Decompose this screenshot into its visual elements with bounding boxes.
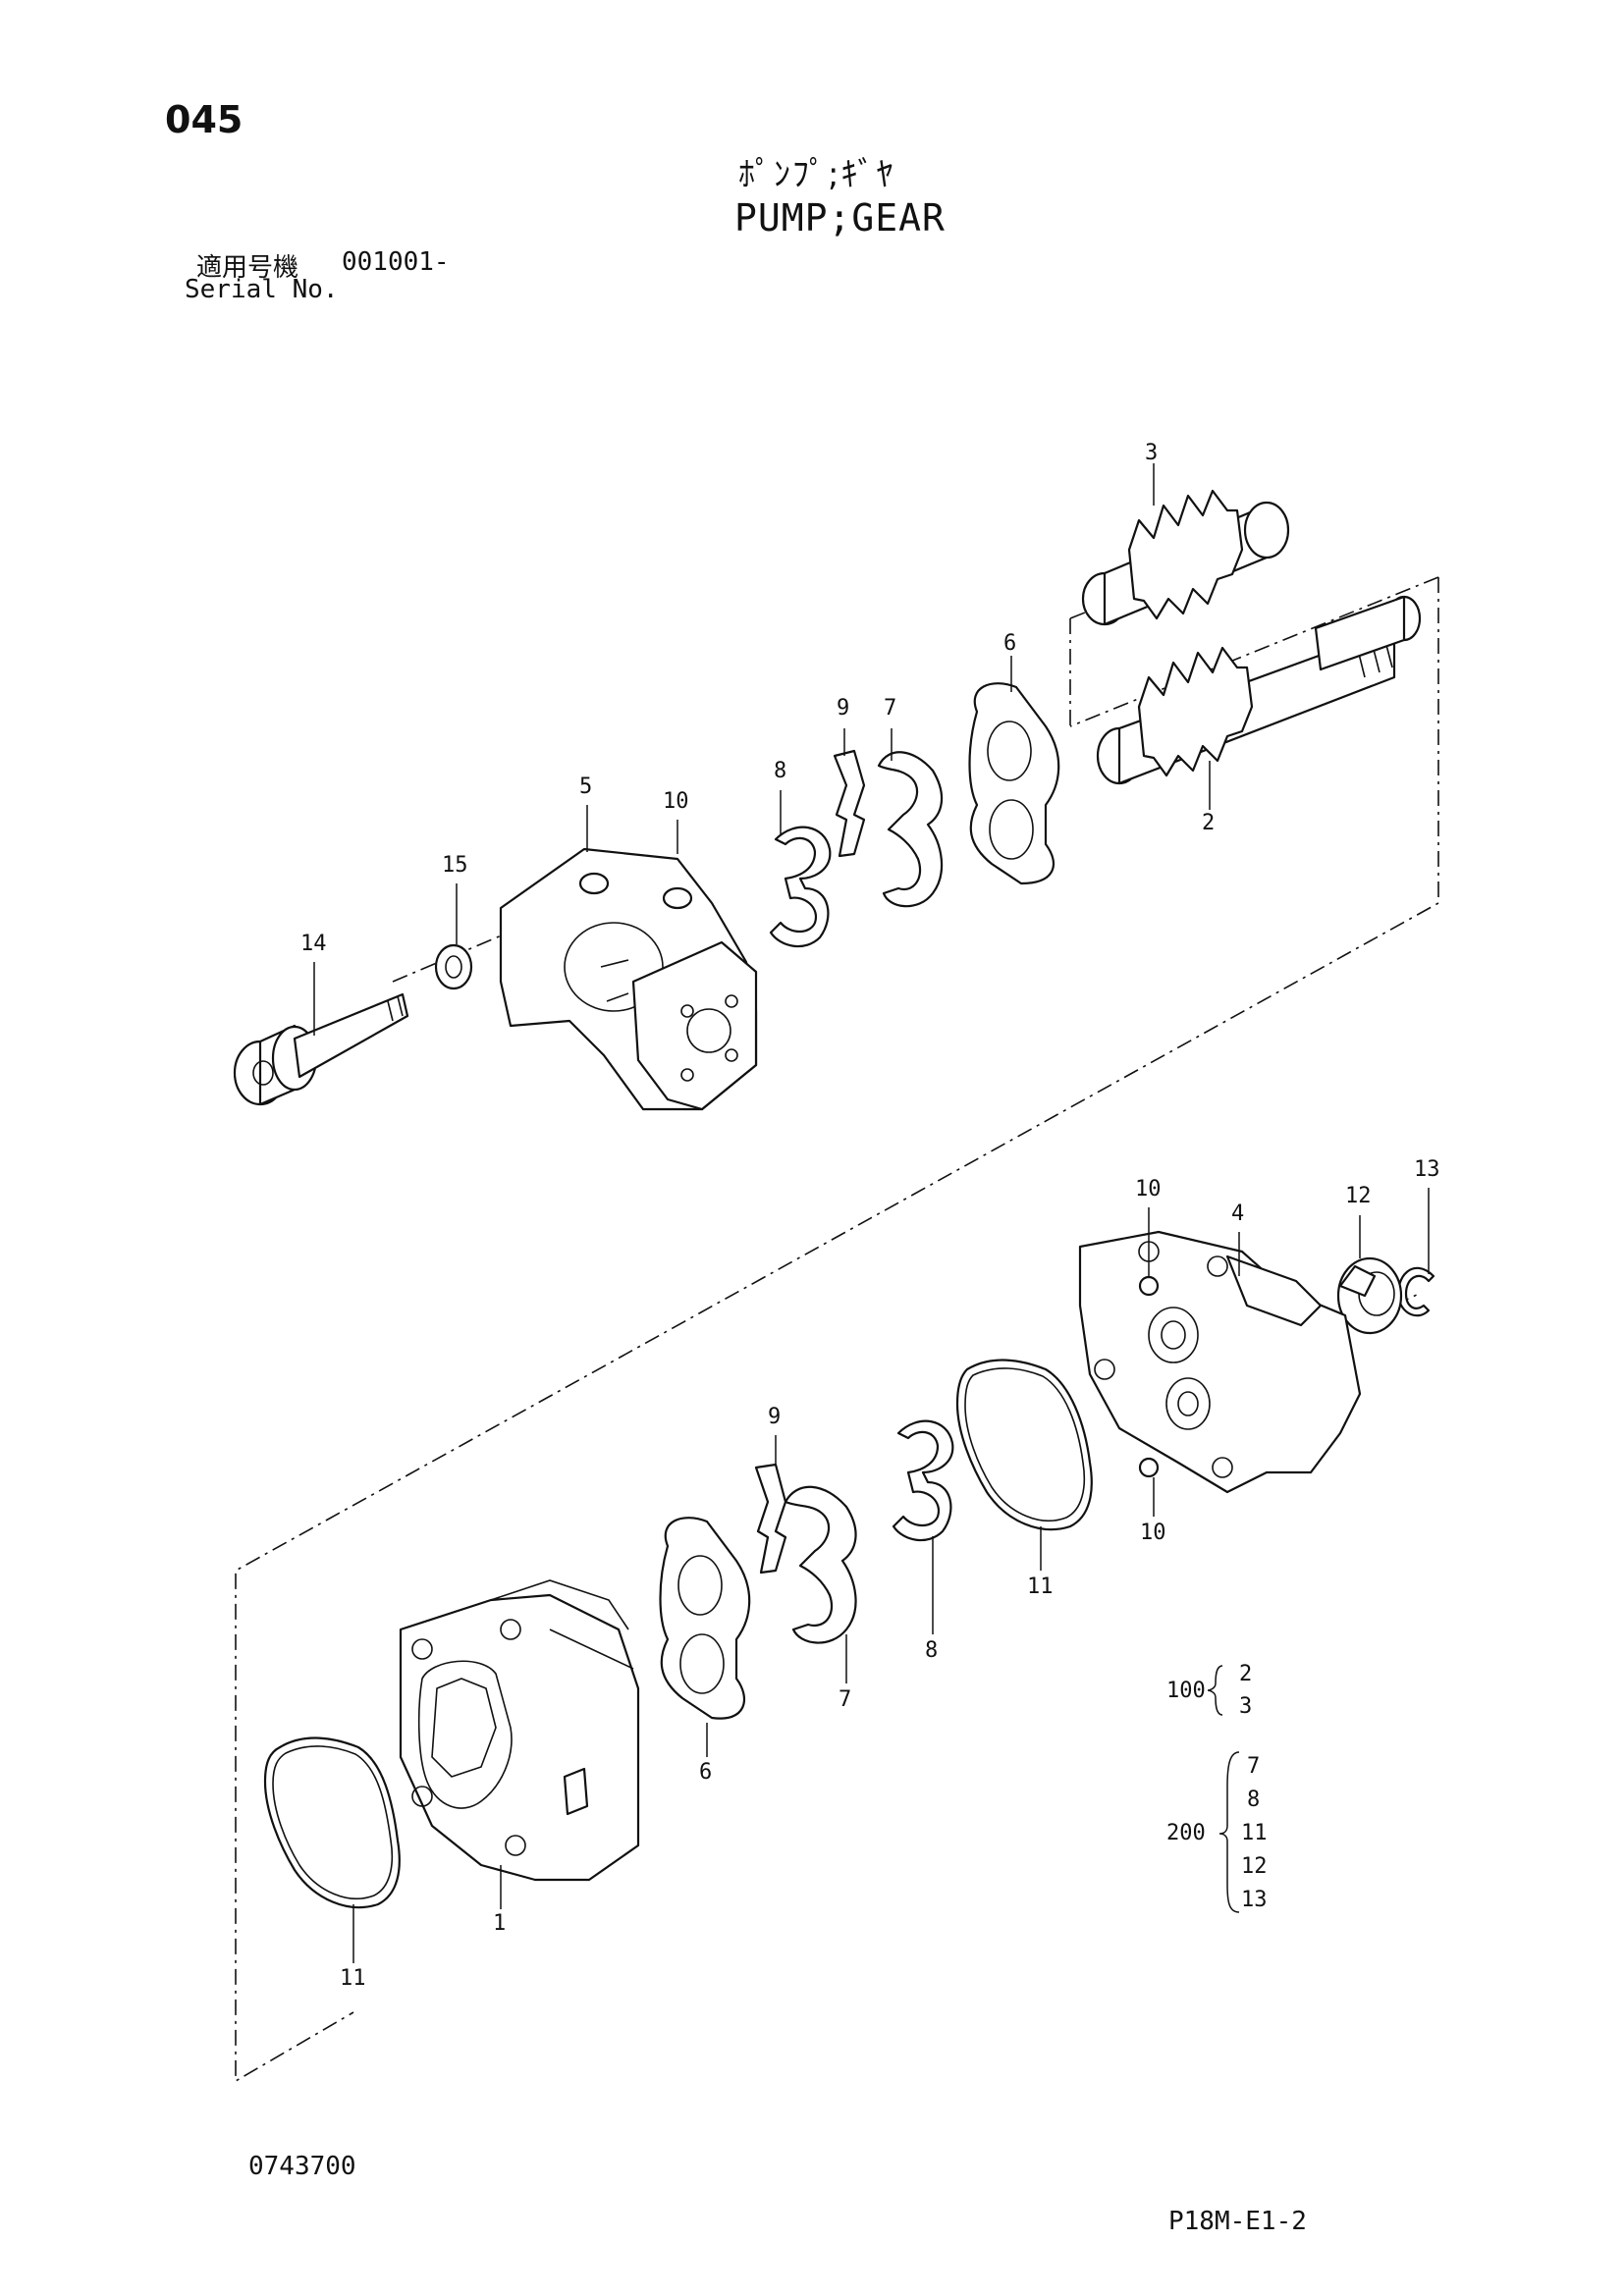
title-english: PUMP;GEAR [734,196,946,240]
callout-9-lower: 9 [768,1405,781,1429]
drawing-number: 0743700 [248,2152,356,2181]
callout-11-middle: 11 [1027,1575,1054,1599]
figure-code: P18M-E1-2 [1168,2207,1307,2236]
kit-200-group: 200 7 8 11 12 13 [1166,1751,1268,1913]
kit-200-item: 12 [1241,1854,1268,1879]
callout-11-lower: 11 [340,1966,366,1991]
oil-seal-bearing [1336,1256,1403,1335]
kit-200-item: 8 [1247,1788,1260,1812]
callout-8-lower: 8 [925,1638,938,1663]
shim-upper [833,749,866,858]
gear-housing-body [399,1579,640,1882]
kit-200-label: 200 [1166,1821,1206,1845]
o-ring-lower [263,1736,401,1909]
title-japanese: ﾎﾟﾝﾌﾟ;ｷﾞﾔ [738,155,895,194]
kit-100-item: 2 [1239,1662,1252,1686]
backup-ring-upper [769,826,832,948]
callout-9-upper: 9 [837,696,849,721]
kit-100-group: 100 2 3 [1166,1662,1252,1719]
kit-200-item: 11 [1241,1821,1268,1845]
serial-label-english: Serial No. [185,275,339,304]
callout-2: 2 [1202,811,1215,835]
snap-ring [1397,1266,1435,1317]
bushing-plate-lower [659,1517,751,1720]
front-cover [499,847,758,1111]
seal-upper [877,751,944,908]
callout-13: 13 [1414,1157,1440,1182]
bushing-plate-upper [968,682,1060,885]
callout-labels: 3 2 6 9 7 8 5 10 15 14 13 12 4 10 10 11 … [300,441,1440,1991]
callout-10-rear-top: 10 [1135,1177,1162,1201]
callout-10-rear-bottom: 10 [1140,1521,1166,1545]
serial-range: 001001- [342,247,450,277]
rear-cover [1078,1230,1362,1494]
leader-lines [313,463,1430,1963]
callout-8-upper: 8 [774,759,786,783]
kit-200-item: 7 [1247,1754,1260,1779]
kit-100-item: 3 [1239,1694,1252,1719]
backup-ring-lower [892,1419,954,1542]
kit-100-label: 100 [1166,1679,1206,1703]
driven-gear-shaft [1081,489,1290,626]
shim-lower [754,1463,787,1575]
callout-12: 12 [1345,1184,1372,1208]
kit-200-item: 13 [1241,1888,1268,1912]
callout-14: 14 [300,932,327,956]
o-ring-middle [955,1359,1093,1531]
callout-6-lower: 6 [699,1760,712,1785]
spring-washer [434,943,473,990]
callout-1: 1 [493,1911,506,1936]
page-number: 045 [165,98,244,141]
drive-gear-shaft [1096,595,1422,785]
callout-3: 3 [1145,441,1158,465]
callout-15: 15 [442,853,468,878]
callout-6-upper: 6 [1003,631,1016,656]
serial-label-japanese: 適用号機 [196,253,299,283]
callout-7-upper: 7 [884,696,896,721]
seal-lower [784,1485,857,1644]
socket-head-bolt [233,992,409,1106]
callout-4: 4 [1231,1201,1244,1226]
callout-5: 5 [579,774,592,799]
callout-10-upper: 10 [663,789,689,814]
callout-7-lower: 7 [839,1687,851,1712]
